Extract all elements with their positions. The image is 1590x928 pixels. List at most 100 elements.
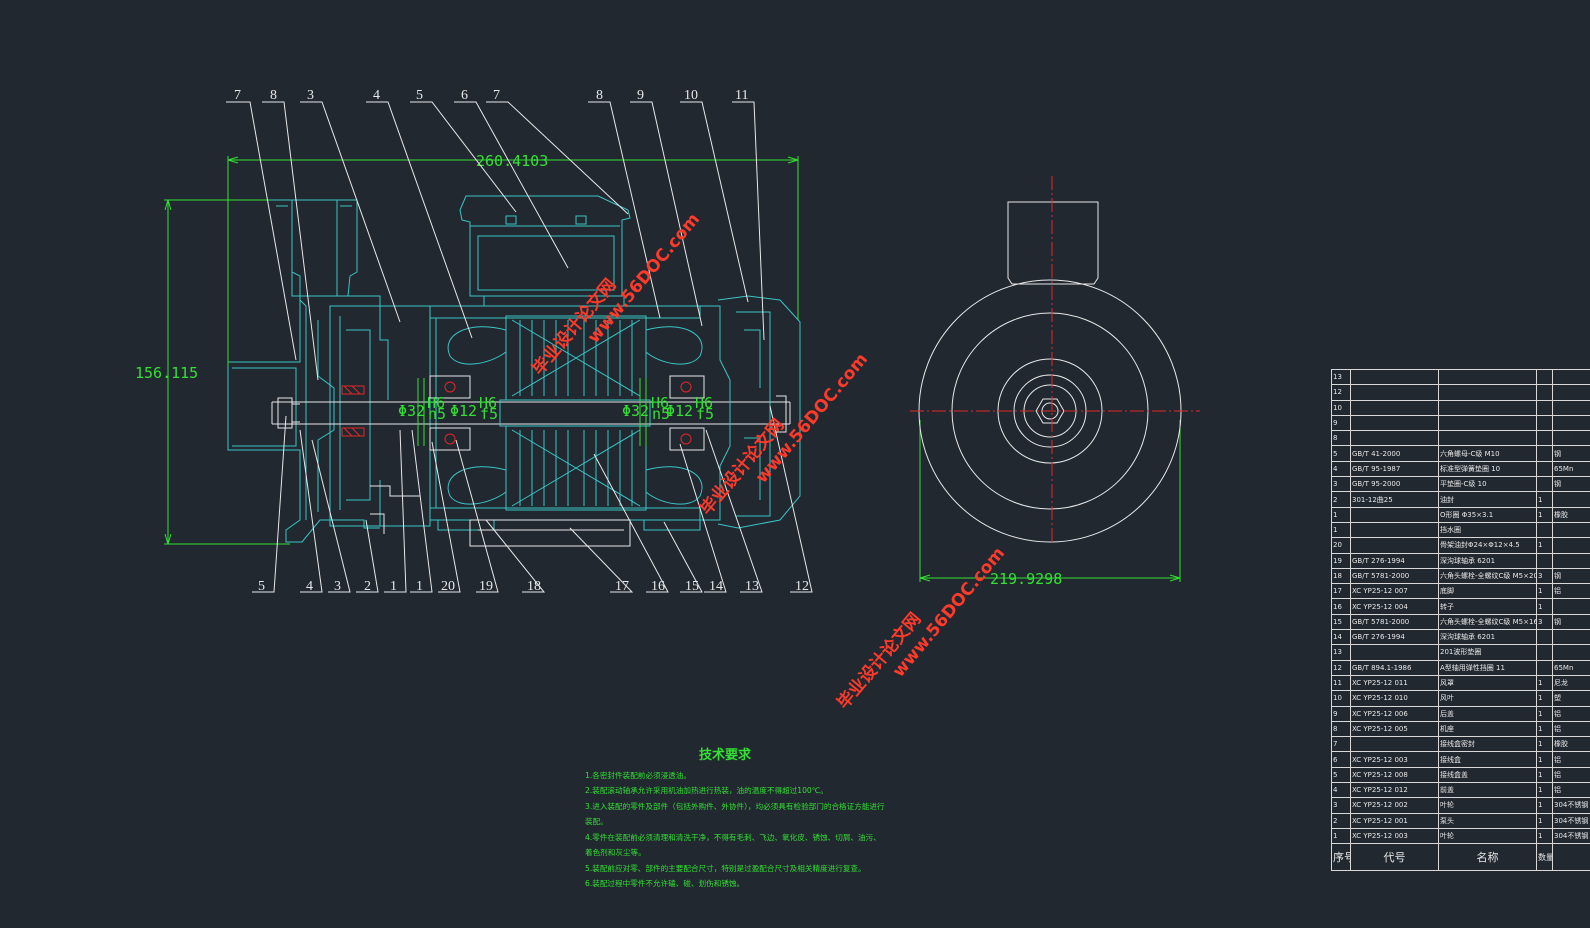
technical-requirements: 技术要求 1.各密封件装配前必须浸透油。 2.装配滚动轴承允许采用机油加热进行热… [585,748,885,892]
balloon-top-1: 7 [234,88,241,103]
bom-cell-code: XC YP25-12 005 [1350,720,1439,738]
balloon-labels-top: 7 8 3 4 5 6 7 8 9 10 11 [234,88,748,103]
bom-cell-qty [1536,368,1553,386]
bom-cell-qty [1536,644,1553,661]
bom-cell-index: 13 [1331,644,1351,661]
bom-cell-name: 叶轮 [1438,827,1537,845]
bom-cell-name: 接线盒 [1438,751,1537,768]
bom-cell-name [1438,399,1537,416]
watermark-group: 毕业设计论文网 www.56DOC.com 毕业设计论文网 www.56DOC.… [528,210,1009,714]
tech-title: 技术要求 [698,748,751,763]
bom-cell-code: XC YP25-12 004 [1350,598,1439,615]
bom-cell-material [1552,537,1590,554]
bom-cell-qty [1536,659,1553,676]
bom-cell-index: 2 [1331,491,1351,508]
bom-cell-index: 19 [1331,552,1351,569]
bom-cell-name [1438,384,1537,401]
bom-cell-code [1350,430,1439,447]
bom-cell-code: GB/T 95-1987 [1350,460,1439,478]
bom-cell-index: 12 [1331,384,1351,401]
bom-cell-index: 17 [1331,583,1351,600]
balloon-bottom-4: 2 [364,579,371,594]
fit-tol-n5: n5 [428,405,446,423]
bom-row: 9 [1331,414,1590,432]
bom-cell-index: 11 [1331,674,1351,692]
bom-cell-name: 叶轮 [1438,797,1537,814]
balloon-top-6: 6 [461,88,468,103]
bom-row: 13 [1331,368,1590,386]
fit-bearing-left-inner: Φ12 [450,402,477,420]
bom-cell-code: GB/T 276-1994 [1350,629,1439,646]
bom-cell-code: XC YP25-12 012 [1350,782,1439,799]
fit-tol-n5-b: n5 [652,405,670,423]
bom-cell-qty [1536,460,1553,478]
bom-cell-material: 钢 [1552,445,1590,462]
bom-cell-material: 铝 [1552,751,1590,768]
bom-cell-qty: 1 [1536,674,1553,692]
bom-cell-code [1350,521,1439,539]
bom-cell-code [1350,414,1439,432]
dimension-lines [164,156,1181,582]
bom-cell-code: XC YP25-12 001 [1350,812,1439,829]
balloon-bottom-9: 18 [527,579,541,594]
balloon-bottom-15: 12 [795,579,809,594]
bom-cell-index: 3 [1331,476,1351,493]
fit-tol-h6: H6 [427,394,445,412]
bom-cell-qty: 1 [1536,736,1553,753]
bom-header-name: 名称 [1438,843,1537,872]
bom-cell-material: 钢 [1552,476,1590,493]
bom-cell-name: 底脚 [1438,583,1537,600]
bom-cell-qty: 1 [1536,766,1553,784]
balloon-top-2: 8 [270,88,277,103]
bom-cell-name: A型轴用弹性挡圈 11 [1438,659,1537,676]
fit-bearing-left-outer: Φ32 [398,402,425,420]
bom-row: 12 [1331,384,1590,401]
bom-cell-index: 4 [1331,782,1351,799]
fit-tol-f5: f5 [480,405,498,423]
tech-item: 6.装配过程中零件不允许磕、碰、划伤和锈蚀。 [585,879,745,888]
balloon-top-9: 9 [637,88,644,103]
bom-cell-index: 2 [1331,812,1351,829]
bom-cell-code: XC YP25-12 002 [1350,797,1439,814]
bom-cell-name: 机座 [1438,720,1537,738]
bom-cell-material: 65Mn [1552,460,1590,478]
balloon-bottom-3: 3 [334,579,341,594]
bom-cell-code [1350,736,1439,753]
bom-cell-qty: 1 [1536,583,1553,600]
balloon-bottom-2: 4 [306,579,313,594]
balloon-top-8: 8 [596,88,603,103]
bom-cell-code: XC YP25-12 003 [1350,751,1439,768]
balloon-bottom-6: 1 [416,579,423,594]
bom-row: 10 [1331,399,1590,416]
bom-cell-material: 铝 [1552,766,1590,784]
balloon-bottom-7: 20 [441,579,455,594]
bom-cell-material [1552,629,1590,646]
bom-cell-index: 15 [1331,613,1351,631]
balloon-top-11: 11 [735,88,748,103]
bom-cell-code: GB/T 894.1-1986 [1350,659,1439,676]
bom-cell-name: 骨架油封Φ24×Φ12×4.5 [1438,537,1537,554]
tech-item: 2.装配滚动轴承允许采用机油加热进行热装，油的温度不得超过100℃。 [585,786,828,795]
bom-cell-index: 6 [1331,751,1351,768]
fit-callouts: Φ32 H6 n5 Φ12 H6 f5 Φ32 H6 n5 Φ12 H6 f5 [398,394,714,423]
bom-cell-material: 304不锈钢 [1552,827,1590,845]
bom-cell-code [1350,537,1439,554]
bom-cell-material: 钢 [1552,613,1590,631]
bom-cell-qty: 1 [1536,827,1553,845]
bom-cell-qty: 1 [1536,705,1553,722]
bom-cell-qty [1536,399,1553,416]
balloon-bottom-14: 13 [745,579,759,594]
bom-cell-code [1350,399,1439,416]
balloon-labels-bottom: 5 4 3 2 1 1 20 19 18 17 16 15 14 13 12 [258,579,809,594]
bom-cell-material [1552,598,1590,615]
bom-cell-code: GB/T 5781-2000 [1350,567,1439,585]
bom-cell-code: XC YP25-12 006 [1350,705,1439,722]
bom-cell-name: 后盖 [1438,705,1537,722]
leader-lines [226,101,813,593]
